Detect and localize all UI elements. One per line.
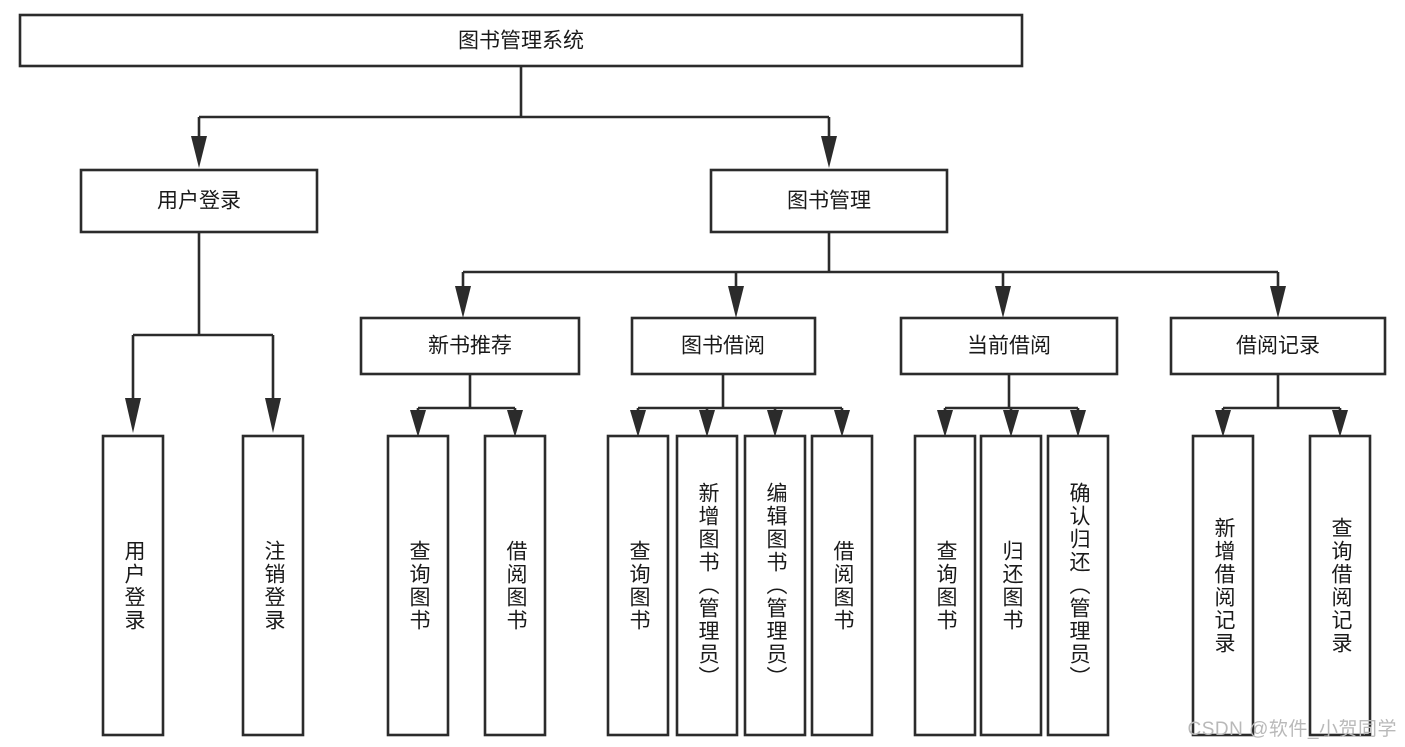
leaf-box-borrow-book-1[interactable]	[483, 434, 547, 737]
leaf-box-confirm-return-admin[interactable]	[1046, 434, 1110, 737]
node-borrow-record-label: 借阅记录	[1236, 335, 1320, 358]
connector-group-user-login	[125, 232, 281, 433]
leaf-box-query-book-3[interactable]	[913, 434, 977, 737]
arrowhead-book-borrow	[728, 286, 744, 318]
connector-group-current-borrow	[937, 374, 1086, 437]
node-root-book-management-system[interactable]	[18, 13, 1024, 68]
arrowhead-borrow-record	[1270, 286, 1286, 318]
arrowhead-book-mgmt	[821, 136, 837, 168]
leaf-box-edit-book-admin[interactable]	[743, 434, 807, 737]
node-user-login[interactable]	[79, 168, 319, 234]
leaf-box-user-login[interactable]	[101, 434, 165, 737]
connector-group-new-book-rec	[410, 374, 523, 437]
arrowhead-current-borrow	[995, 286, 1011, 318]
arrowhead-leaf-add-record	[1215, 410, 1231, 437]
node-book-borrow[interactable]	[630, 316, 817, 376]
watermark-text: CSDN @软件_小贺同学	[1187, 719, 1397, 740]
arrowhead-leaf-query-book-3	[937, 410, 953, 437]
arrowhead-leaf-user-login	[125, 398, 141, 433]
leaf-box-add-book-admin[interactable]	[675, 434, 739, 737]
arrowhead-leaf-query-record	[1332, 410, 1348, 437]
arrowhead-user-login	[191, 136, 207, 168]
node-user-login-label: 用户登录	[157, 190, 241, 213]
arrowhead-leaf-add-book	[699, 410, 715, 437]
leaf-box-borrow-book-2[interactable]	[810, 434, 874, 737]
node-current-borrow[interactable]	[899, 316, 1119, 376]
leaf-box-query-book-2[interactable]	[606, 434, 670, 737]
node-root-label: 图书管理系统	[458, 30, 584, 53]
node-book-management[interactable]	[709, 168, 949, 234]
connector-group-book-mgmt	[455, 232, 1286, 318]
connector-group-book-borrow	[630, 374, 850, 437]
node-current-borrow-label: 当前借阅	[967, 335, 1051, 358]
leaf-box-logout[interactable]	[241, 434, 305, 737]
arrowhead-leaf-return-book	[1003, 410, 1019, 437]
node-book-borrow-label: 图书借阅	[681, 335, 765, 358]
connector-group-borrow-record	[1215, 374, 1348, 437]
arrowhead-leaf-logout	[265, 398, 281, 433]
leaf-box-query-book-1[interactable]	[386, 434, 450, 737]
leaf-box-add-borrow-record[interactable]	[1191, 434, 1255, 737]
arrowhead-leaf-borrow-book-2	[834, 410, 850, 437]
arrowhead-leaf-query-book-2	[630, 410, 646, 437]
leaf-box-return-book[interactable]	[979, 434, 1043, 737]
node-new-book-recommend-label: 新书推荐	[428, 335, 512, 358]
leaf-box-query-borrow-record[interactable]	[1308, 434, 1372, 737]
connector-group-root	[191, 66, 837, 168]
node-book-management-label: 图书管理	[787, 190, 871, 213]
arrowhead-leaf-query-book-1	[410, 410, 426, 437]
node-new-book-recommend[interactable]	[359, 316, 581, 376]
arrowhead-leaf-confirm-return	[1070, 410, 1086, 437]
arrowhead-leaf-borrow-book-1	[507, 410, 523, 437]
node-borrow-record[interactable]	[1169, 316, 1387, 376]
arrowhead-new-book-rec	[455, 286, 471, 318]
arrowhead-leaf-edit-book	[767, 410, 783, 437]
